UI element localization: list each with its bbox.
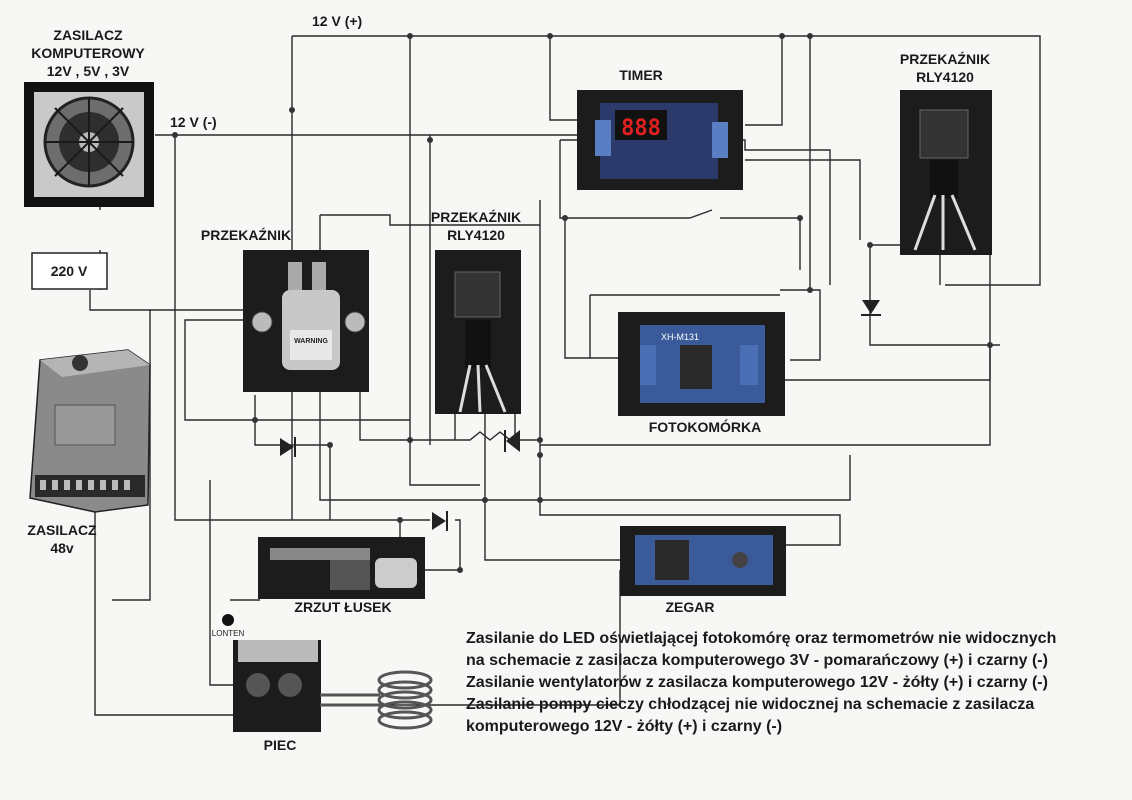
clock-label: ZEGAR bbox=[666, 599, 715, 615]
note-line-1: Zasilanie do LED oświetlającej fotokomór… bbox=[466, 630, 1056, 647]
induction-coil bbox=[320, 670, 433, 730]
fan-icon bbox=[45, 98, 133, 186]
furnace-board bbox=[233, 640, 321, 732]
v12-plus-label: 12 V (+) bbox=[312, 13, 362, 29]
main-relay bbox=[243, 250, 369, 392]
psu-48v bbox=[29, 349, 151, 513]
relay-right-label-1: PRZEKAŹNIK bbox=[900, 51, 990, 67]
timer-module bbox=[577, 90, 743, 190]
diode-4 bbox=[861, 300, 881, 316]
diode-1 bbox=[280, 437, 296, 457]
wire-junctions bbox=[172, 33, 993, 573]
brand-label: LONTEN bbox=[212, 629, 245, 638]
relay-right-label-2: RLY4120 bbox=[916, 69, 974, 85]
note-line-2: na schemacie z zasilacza komputerowego 3… bbox=[466, 652, 1048, 669]
lonten-logo bbox=[222, 614, 234, 626]
timer-label: TIMER bbox=[619, 67, 663, 83]
timer-display: 888 bbox=[621, 116, 661, 141]
photocell-label: FOTOKOMÓRKA bbox=[649, 418, 762, 435]
v220-label: 220 V bbox=[51, 263, 88, 279]
shell-drop-actuator bbox=[258, 537, 425, 599]
photocell-board-label: XH-M131 bbox=[661, 332, 699, 342]
relay-mid-label-2: RLY4120 bbox=[447, 227, 505, 243]
supply-pc-label-2: KOMPUTEROWY bbox=[31, 45, 145, 61]
diode-2 bbox=[504, 430, 520, 452]
note-line-3: Zasilanie wentylatorów z zasilacza kompu… bbox=[466, 674, 1048, 691]
note-line-4: Zasilanie pompy cieczy chłodzącej nie wi… bbox=[466, 696, 1034, 713]
supply-48-label-1: ZASILACZ bbox=[27, 522, 97, 538]
photocell-module bbox=[618, 312, 785, 416]
diode-3 bbox=[432, 511, 448, 531]
furnace-label: PIEC bbox=[264, 737, 297, 753]
supply-pc-label-3: 12V , 5V , 3V bbox=[47, 63, 130, 79]
supply-pc-label-1: ZASILACZ bbox=[53, 27, 123, 43]
wires bbox=[89, 35, 1041, 716]
relay-rly4120-middle bbox=[435, 250, 521, 414]
v12-minus-label: 12 V (-) bbox=[170, 114, 217, 130]
warning-label: WARNING bbox=[294, 338, 328, 345]
relay-rly4120-right bbox=[900, 90, 992, 255]
clock-module bbox=[620, 526, 786, 596]
relay-main-label: PRZEKAŹNIK bbox=[201, 227, 291, 243]
mains-220v-box bbox=[31, 252, 108, 290]
supply-48-label-2: 48v bbox=[50, 540, 74, 556]
note-line-5: komputerowego 12V - żółty (+) i czarny (… bbox=[466, 718, 782, 735]
shell-drop-label: ZRZUT ŁUSEK bbox=[294, 599, 391, 615]
pc-power-supply bbox=[24, 82, 154, 207]
relay-mid-label-1: PRZEKAŹNIK bbox=[431, 209, 521, 225]
